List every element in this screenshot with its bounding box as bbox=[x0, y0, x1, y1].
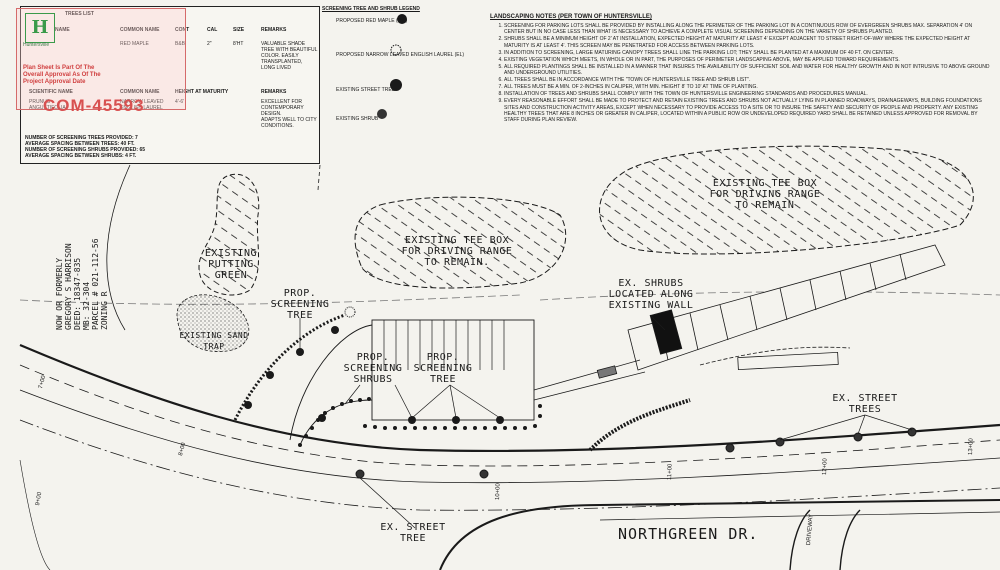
note-item: SCREENING FOR PARKING LOTS SHALL BE PROV… bbox=[504, 23, 990, 36]
legend-item-shrub: EXISTING SHRUB bbox=[336, 116, 379, 122]
header-cont: CONT bbox=[175, 27, 190, 33]
tee-box-center bbox=[354, 196, 567, 289]
tree-cal: 2" bbox=[207, 41, 212, 47]
note-item: IN ADDITION TO SCREENING, LARGE MATURING… bbox=[504, 50, 990, 56]
schedule-summary: NUMBER OF SCREENING TREES PROVIDED: 7 AV… bbox=[25, 135, 146, 159]
proposed-shrub-rows bbox=[233, 313, 691, 452]
shrub-header-scientific: SCIENTIFIC NAME bbox=[29, 89, 73, 95]
station-label: 11+00 bbox=[667, 463, 674, 481]
shrub-header-height: HEIGHT AT MATURITY bbox=[175, 89, 229, 95]
existing-wall bbox=[627, 244, 946, 371]
legend-symbols bbox=[377, 14, 407, 119]
legend-item-street-tree: EXISTING STREET TREE bbox=[336, 87, 395, 93]
note-item: ALL TREES MUST BE A MIN. OF 2-INCHES IN … bbox=[504, 84, 990, 90]
town-logo-icon: H bbox=[25, 13, 55, 43]
legend-item-laurel: PROPOSED NARROW LEAVED ENGLISH LAUREL (E… bbox=[336, 52, 465, 58]
proposed-screening-trees bbox=[244, 306, 504, 424]
sand-trap bbox=[176, 294, 250, 352]
approval-stamp: H Huntersville Plan Sheet Is Part Of The… bbox=[16, 8, 186, 115]
notes-title: LANDSCAPING NOTES (PER TOWN OF HUNTERSVI… bbox=[490, 14, 652, 20]
road-name: NORTHGREEN DR. bbox=[618, 525, 759, 543]
tree-cont: B&B bbox=[175, 41, 186, 47]
tree-common: RED MAPLE bbox=[120, 41, 149, 47]
leader-lines bbox=[299, 314, 913, 529]
legend-title: SCREENING TREE AND SHRUB LEGEND bbox=[322, 6, 420, 12]
station-label: 13+00 bbox=[968, 438, 975, 456]
legend-item-red-maple: PROPOSED RED MAPLE (RM) bbox=[336, 18, 408, 24]
note-item: ALL TREES SHALL BE IN ACCORDANCE WITH TH… bbox=[504, 77, 990, 83]
header-common: COMMON NAME bbox=[120, 27, 160, 33]
header-cal: CAL bbox=[207, 27, 218, 33]
station-label: 12+00 bbox=[822, 458, 829, 476]
tee-box-right bbox=[599, 145, 974, 255]
legend: SCREENING TREE AND SHRUB LEGEND PROPOSED… bbox=[322, 6, 487, 122]
permit-number: COM-45593 bbox=[43, 96, 145, 115]
note-item: EXISTING VEGETATION WHICH MEETS, IN WHOL… bbox=[504, 57, 990, 63]
trees-list-title: TREES LIST bbox=[65, 11, 94, 17]
note-item: EVERY REASONABLE EFFORT SHALL BE MADE TO… bbox=[504, 98, 990, 124]
header-size: SIZE bbox=[233, 27, 245, 33]
landscaping-notes: LANDSCAPING NOTES (PER TOWN OF HUNTERSVI… bbox=[490, 14, 990, 124]
shrub-header-common: COMMON NAME bbox=[120, 89, 160, 95]
putting-green bbox=[198, 173, 260, 296]
header-remarks: REMARKS bbox=[261, 27, 287, 33]
stamp-text: Plan Sheet Is Part Of The Overall Approv… bbox=[23, 65, 101, 85]
walkway bbox=[533, 346, 851, 401]
note-item: INSTALLATION OF TREES AND SHRUBS SHALL C… bbox=[504, 91, 990, 97]
notes-list: SCREENING FOR PARKING LOTS SHALL BE PROV… bbox=[490, 23, 990, 124]
header-name: NAME bbox=[55, 27, 70, 33]
logo-text: Huntersville bbox=[23, 42, 50, 48]
station-label: 10+00 bbox=[495, 483, 502, 501]
roadways bbox=[19, 343, 1000, 570]
tree-size: 8'HT bbox=[233, 41, 244, 47]
shrub-height: 4'-6' bbox=[175, 99, 185, 105]
note-item: ALL REQUIRED PLANTINGS SHALL BE INSTALLE… bbox=[504, 64, 990, 77]
existing-street-trees bbox=[355, 427, 917, 479]
plant-schedule: TREES LIST NAME COMMON NAME CONT CAL SIZ… bbox=[20, 6, 320, 164]
note-item: SHRUBS SHALL BE A MINIMUM HEIGHT OF 2' A… bbox=[504, 36, 990, 49]
shrub-header-remarks: REMARKS bbox=[261, 89, 287, 95]
